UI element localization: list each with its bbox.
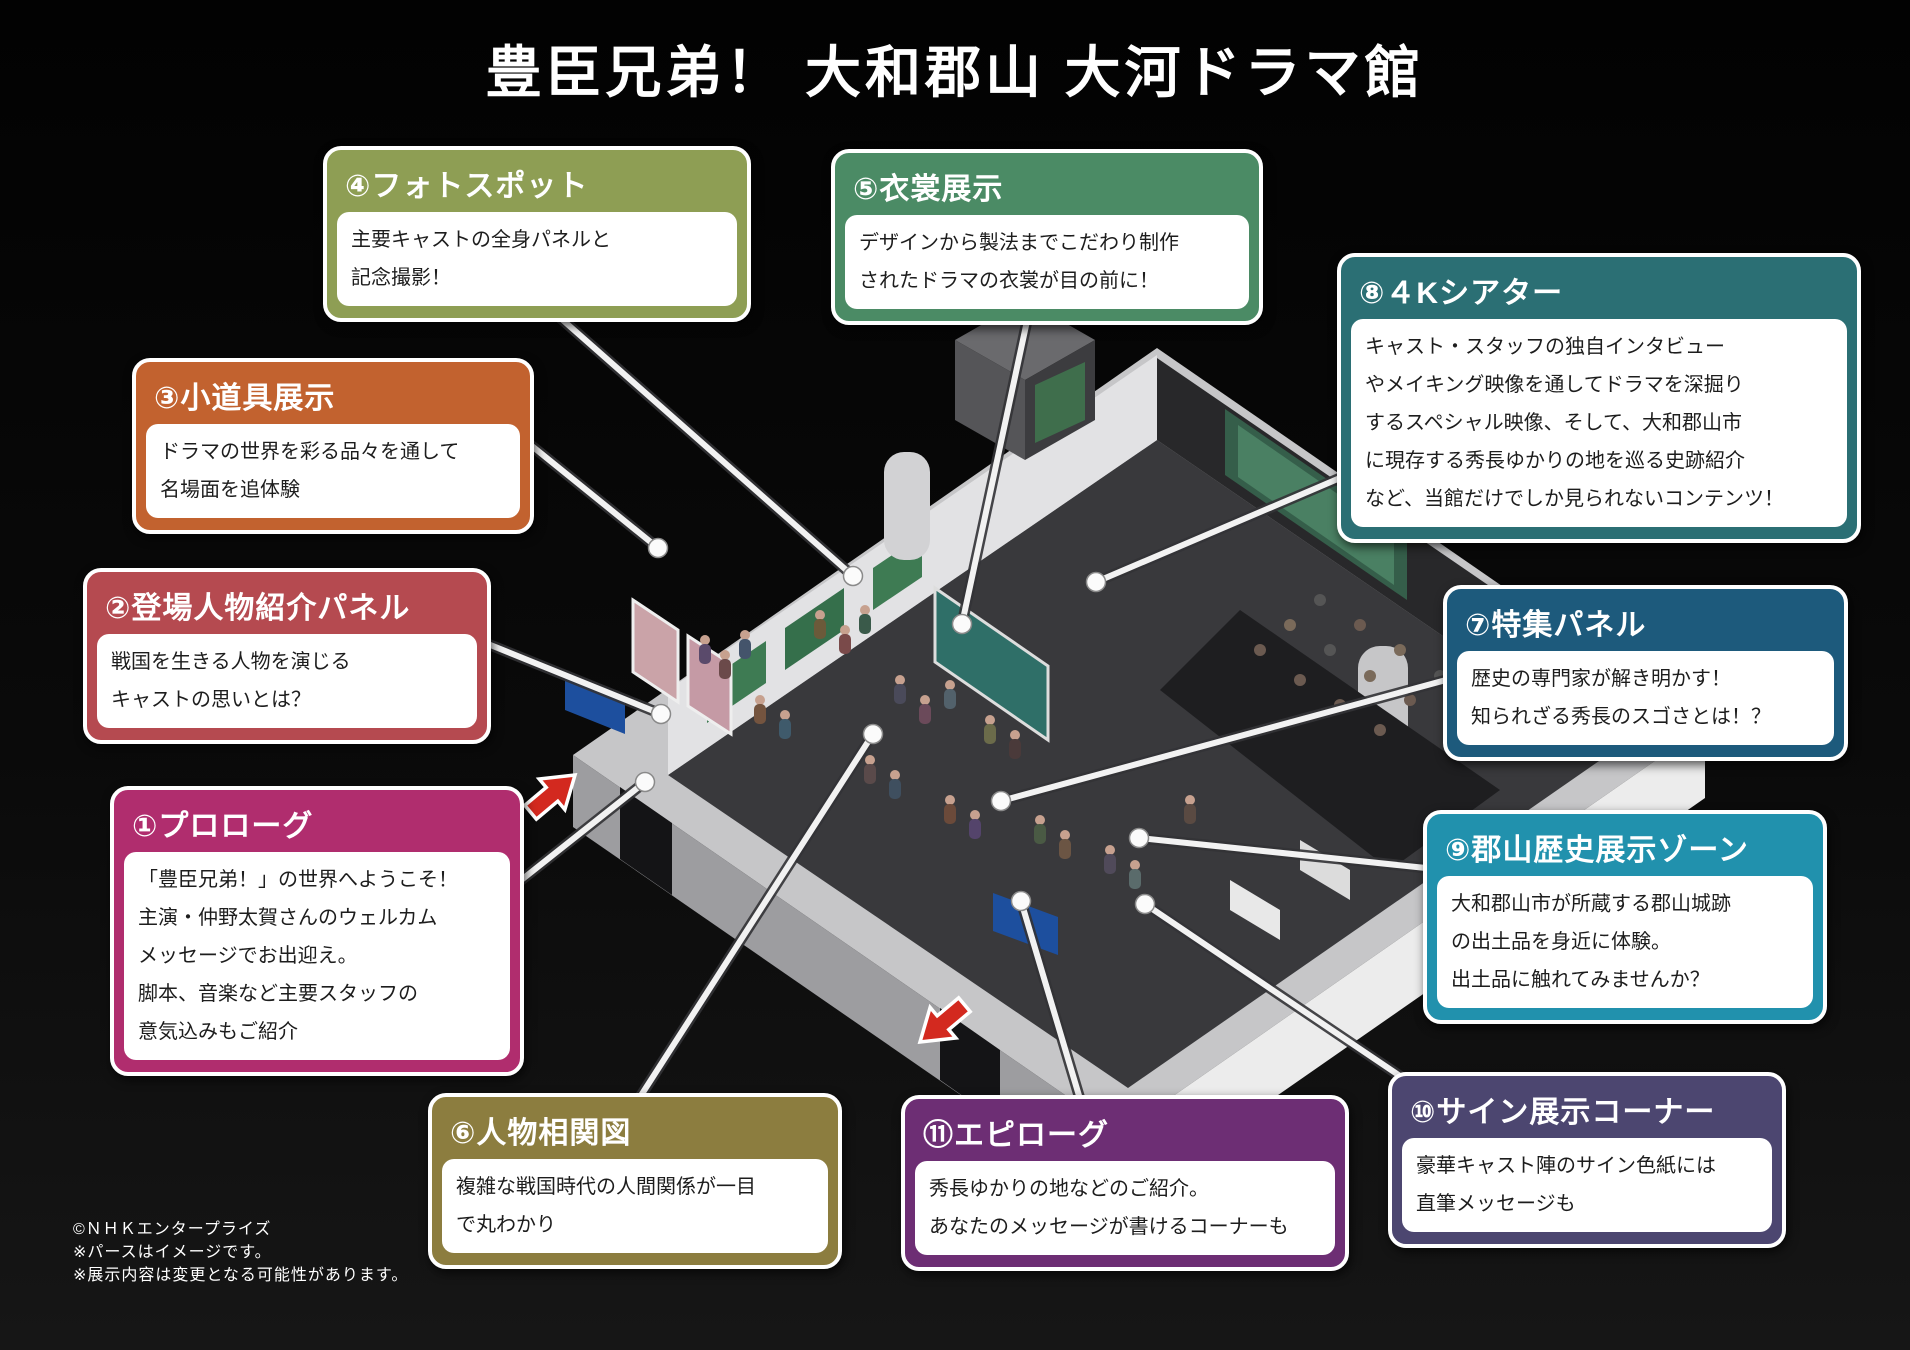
callout-props-exhibit-title: ③小道具展示 [154,382,336,415]
callout-relationship-chart: ⑥人物相関図 複雑な戦国時代の人間関係が一目 で丸わかり [428,1093,842,1269]
callout-photo-spot-body: 主要キャストの全身パネルと 記念撮影！ [337,212,737,306]
callout-prologue: ①プロローグ 「豊臣兄弟！」の世界へようこそ！ 主演・仲野太賀さんのウェルカム … [110,786,524,1076]
cast-portrait-screen-2 [686,633,733,737]
connector-dot-6 [862,723,884,745]
callout-autograph-corner: ⑩サイン展示コーナー 豪華キャスト陣のサイン色紙には 直筆メッセージも [1388,1072,1786,1248]
leader-line-5 [959,304,1033,627]
callout-prologue-body: 「豊臣兄弟！」の世界へようこそ！ 主演・仲野太賀さんのウェルカム メッセージでお… [124,852,510,1060]
connector-dot-11 [1010,890,1032,912]
leader-line-8 [1093,475,1343,585]
theater-seating [1160,610,1500,870]
leader-line-4 [537,297,856,579]
callout-koriyama-history-zone-body: 大和郡山市が所蔵する郡山城跡 の出土品を身近に体験。 出土品に触れてみませんか？ [1437,876,1813,1008]
callout-costume-exhibit-title: ⑤衣裳展示 [853,173,1004,206]
leader-line-6 [637,731,876,1100]
column-1 [884,452,930,560]
connector-dot-8 [1085,571,1107,593]
callout-koriyama-history-zone-title: ⑨郡山歴史展示ゾーン [1445,834,1749,867]
top-block-monitor [1035,362,1085,443]
leader-line-9 [1136,835,1429,871]
callout-relationship-chart-title: ⑥人物相関図 [450,1117,632,1150]
cast-portrait-screen-1 [631,597,680,705]
connector-dot-4 [842,565,864,587]
connector-dots [634,537,1156,915]
callout-photo-spot-title: ④フォトスポット [345,170,589,203]
callout-4k-theater-title: ⑧４Kシアター [1359,277,1564,310]
callout-epilogue-body: 秀長ゆかりの地などのご紹介。 あなたのメッセージが書けるコーナーも [915,1161,1335,1255]
callout-photo-spot: ④フォトスポット 主要キャストの全身パネルと 記念撮影！ [323,146,751,322]
entrance-arrow-icon [522,772,578,822]
connector-dot-3 [647,537,669,559]
callout-4k-theater: ⑧４Kシアター キャスト・スタッフの独自インタビュー やメイキング映像を通してド… [1337,253,1861,543]
callout-feature-panel-title: ⑦特集パネル [1465,609,1647,642]
callout-character-panels-body: 戦国を生きる人物を演じる キャストの思いとは？ [97,634,477,728]
exit-arrow-icon [917,995,973,1045]
visitors [699,605,1196,889]
entrance-doorway [620,787,672,895]
leader-line-7 [998,677,1449,804]
welcome-screen-1 [565,672,625,734]
route-arrows [522,772,973,1045]
callout-character-panels-title: ②登場人物紹介パネル [105,592,411,625]
page-title: 豊臣兄弟！ 大和郡山 大河ドラマ館 [485,41,1425,104]
leader-line-3 [519,435,661,551]
leader-line-11 [1018,898,1083,1102]
callout-props-exhibit-body: ドラマの世界を彩る品々を通して 名場面を追体験 [146,424,520,518]
callout-costume-exhibit-body: デザインから製法までこだわり制作 されたドラマの衣裳が目の前に！ [845,215,1249,309]
callout-feature-panel-body: 歴史の専門家が解き明かす！ 知られざる秀長のスゴさとは！？ [1457,651,1834,745]
connector-dot-2 [650,703,672,725]
connector-dot-7 [990,790,1012,812]
callout-autograph-corner-title: ⑩サイン展示コーナー [1410,1096,1716,1129]
callout-feature-panel: ⑦特集パネル 歴史の専門家が解き明かす！ 知られざる秀長のスゴさとは！？ [1443,585,1848,761]
theater-audience [1254,594,1446,736]
callout-autograph-corner-body: 豪華キャスト陣のサイン色紙には 直筆メッセージも [1402,1138,1772,1232]
leader-line-10 [1142,901,1403,1079]
connector-dot-10 [1134,893,1156,915]
callout-epilogue-title: ⑪エピローグ [923,1119,1109,1152]
footer-copyright-note: ©ＮＨＫエンタープライズ ※パースはイメージです。 ※展示内容は変更となる可能性… [73,1221,409,1285]
leader-line-1 [512,779,648,888]
callout-koriyama-history-zone: ⑨郡山歴史展示ゾーン 大和郡山市が所蔵する郡山城跡 の出土品を身近に体験。 出土… [1423,810,1827,1024]
connector-dot-9 [1128,827,1150,849]
callout-4k-theater-body: キャスト・スタッフの独自インタビュー やメイキング映像を通してドラマを深掘り す… [1351,319,1847,527]
callout-prologue-title: ①プロローグ [132,810,314,843]
callout-costume-exhibit: ⑤衣裳展示 デザインから製法までこだわり制作 されたドラマの衣裳が目の前に！ [831,149,1263,325]
theater-screen-glow [1238,425,1394,585]
connector-dot-1 [634,771,656,793]
connector-dot-5 [951,613,973,635]
leader-lines [472,294,1452,1105]
callout-character-panels: ②登場人物紹介パネル 戦国を生きる人物を演じる キャストの思いとは？ [83,568,491,744]
display-case-1 [1230,880,1280,940]
callout-epilogue: ⑪エピローグ 秀長ゆかりの地などのご紹介。 あなたのメッセージが書けるコーナーも [901,1095,1349,1271]
leader-line-2 [475,637,664,717]
callout-props-exhibit: ③小道具展示 ドラマの世界を彩る品々を通して 名場面を追体験 [132,358,534,534]
callout-relationship-chart-body: 複雑な戦国時代の人間関係が一目 で丸わかり [442,1159,828,1253]
